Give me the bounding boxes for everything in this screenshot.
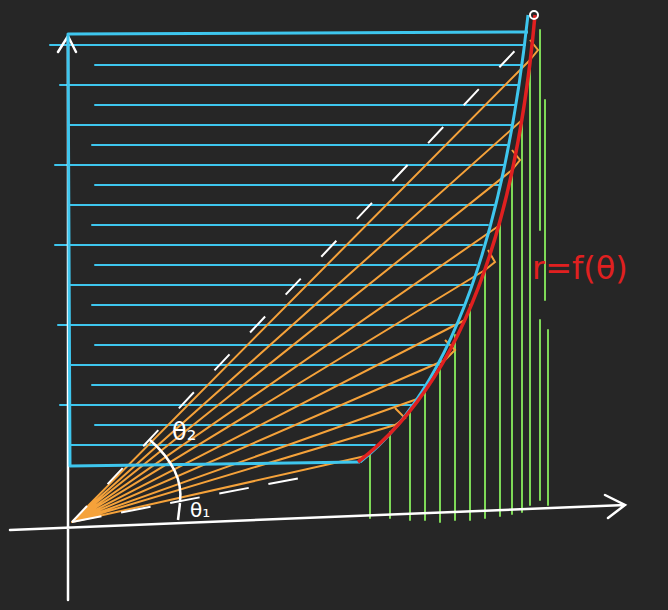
angle-arc-2	[150, 440, 180, 502]
angle-arc-1	[178, 503, 180, 520]
curve-label: r=f(θ)	[532, 252, 628, 284]
axes	[10, 36, 625, 600]
green-strips	[370, 30, 548, 522]
theta1-ray	[72, 478, 300, 522]
blue-rectangle	[68, 32, 528, 466]
blue-curve	[360, 15, 528, 462]
angle-label: θ₁	[190, 500, 210, 520]
end-dot	[530, 11, 538, 19]
dashed-ray	[72, 40, 525, 522]
angle-label: θ₂	[172, 420, 196, 444]
orange-fan	[72, 60, 530, 522]
blue-hatch	[50, 45, 525, 445]
red-curve	[358, 15, 535, 462]
